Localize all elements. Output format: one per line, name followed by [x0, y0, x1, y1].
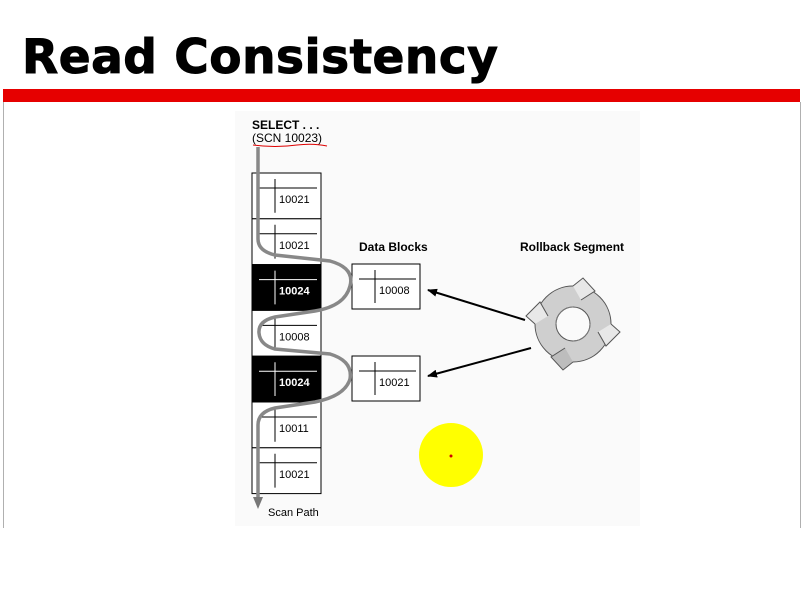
- undo-block-1: 10008: [351, 263, 421, 310]
- column-block-3: 10024: [251, 264, 322, 311]
- column-block-5-scn: 10024: [279, 377, 310, 389]
- column-block-2-scn: 10021: [279, 240, 310, 252]
- data-blocks-label: Data Blocks: [359, 240, 428, 254]
- column-block-4-scn: 10008: [279, 331, 310, 343]
- query-scn-text: (SCN 10023): [252, 131, 322, 145]
- undo-block-1-scn: 10008: [379, 285, 410, 297]
- scan-path-line: [253, 147, 353, 509]
- query-select-text: SELECT . . .: [252, 118, 319, 132]
- rollback-arrow-lower: [427, 347, 532, 378]
- read-consistency-figure: SELECT . . . (SCN 10023) Data Blocks Rol…: [235, 111, 640, 526]
- diagram-canvas: SELECT . . . (SCN 10023) Data Blocks Rol…: [251, 118, 624, 519]
- laser-pointer-highlight: [419, 423, 483, 487]
- undo-block-2: 10021: [351, 355, 421, 402]
- slide-title: Read Consistency: [21, 30, 499, 86]
- undo-block-group: 10008 10021: [351, 263, 421, 402]
- title-divider-bar: [3, 89, 800, 102]
- rollback-arrow-upper: [427, 288, 526, 321]
- column-block-1-scn: 10021: [279, 194, 310, 206]
- column-block-3-scn: 10024: [279, 286, 310, 298]
- column-block-1: 10021: [251, 172, 322, 220]
- undo-block-2-scn: 10021: [379, 377, 410, 389]
- block-column: 10021 10021 10024 10008 10024 10011 10021: [251, 172, 322, 495]
- scan-path-label: Scan Path: [268, 507, 319, 519]
- frame-left-edge: [3, 102, 4, 528]
- frame-right-edge: [800, 102, 801, 528]
- column-block-6: 10011: [251, 401, 322, 449]
- column-block-6-scn: 10011: [279, 423, 309, 435]
- spell-underline: [252, 143, 328, 147]
- column-block-7-scn: 10021: [279, 469, 310, 481]
- column-block-7: 10021: [251, 447, 322, 495]
- rollback-segment-label: Rollback Segment: [520, 240, 624, 254]
- rollback-segment-cycle-icon: [525, 277, 621, 371]
- column-block-5: 10024: [251, 355, 322, 403]
